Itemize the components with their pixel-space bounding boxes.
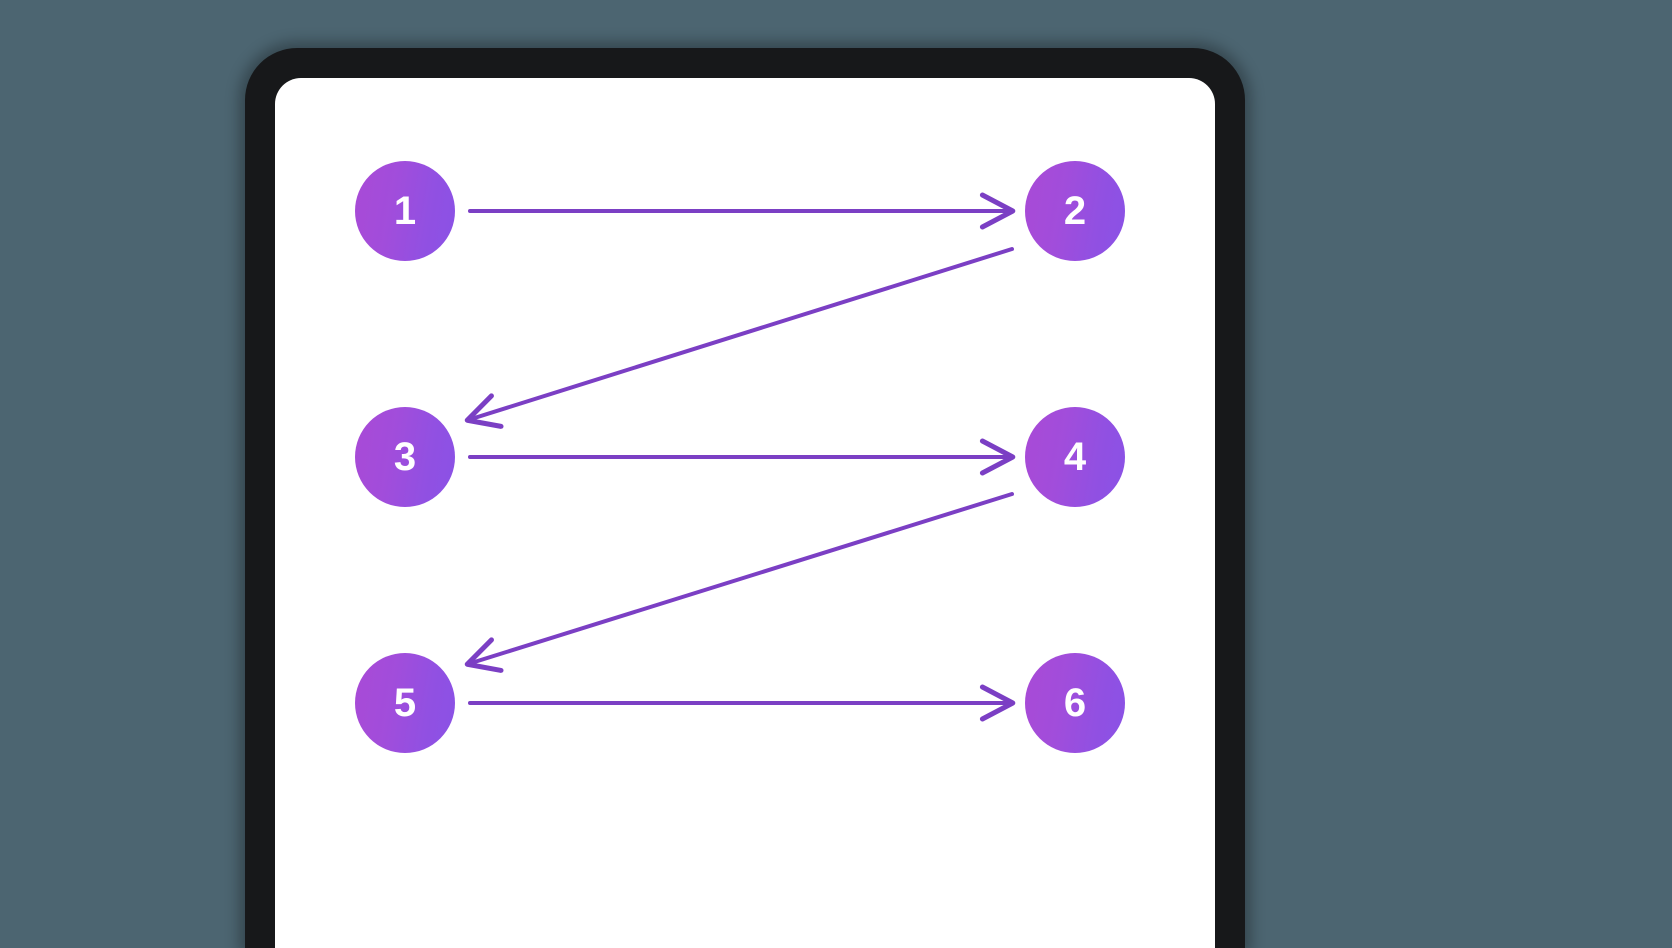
graph-node-5[interactable]: 5 [355, 653, 455, 753]
graph-node-label: 4 [1063, 435, 1087, 479]
graph-node-label: 5 [393, 681, 417, 725]
graph-node-3[interactable]: 3 [355, 407, 455, 507]
edge-4-to-5 [468, 492, 1014, 664]
graph-node-4[interactable]: 4 [1025, 407, 1125, 507]
graph-node-2[interactable]: 2 [1025, 161, 1125, 261]
graph-node-label: 6 [1063, 681, 1087, 725]
graph-node-label: 3 [393, 435, 417, 479]
edge-layer [0, 0, 1672, 902]
edge-2-to-3 [468, 247, 1014, 420]
graph-diagram: 1 2 3 4 5 6 [0, 0, 1672, 902]
graph-node-label: 1 [393, 189, 417, 233]
graph-node-1[interactable]: 1 [355, 161, 455, 261]
graph-node-6[interactable]: 6 [1025, 653, 1125, 753]
graph-node-label: 2 [1063, 189, 1087, 233]
